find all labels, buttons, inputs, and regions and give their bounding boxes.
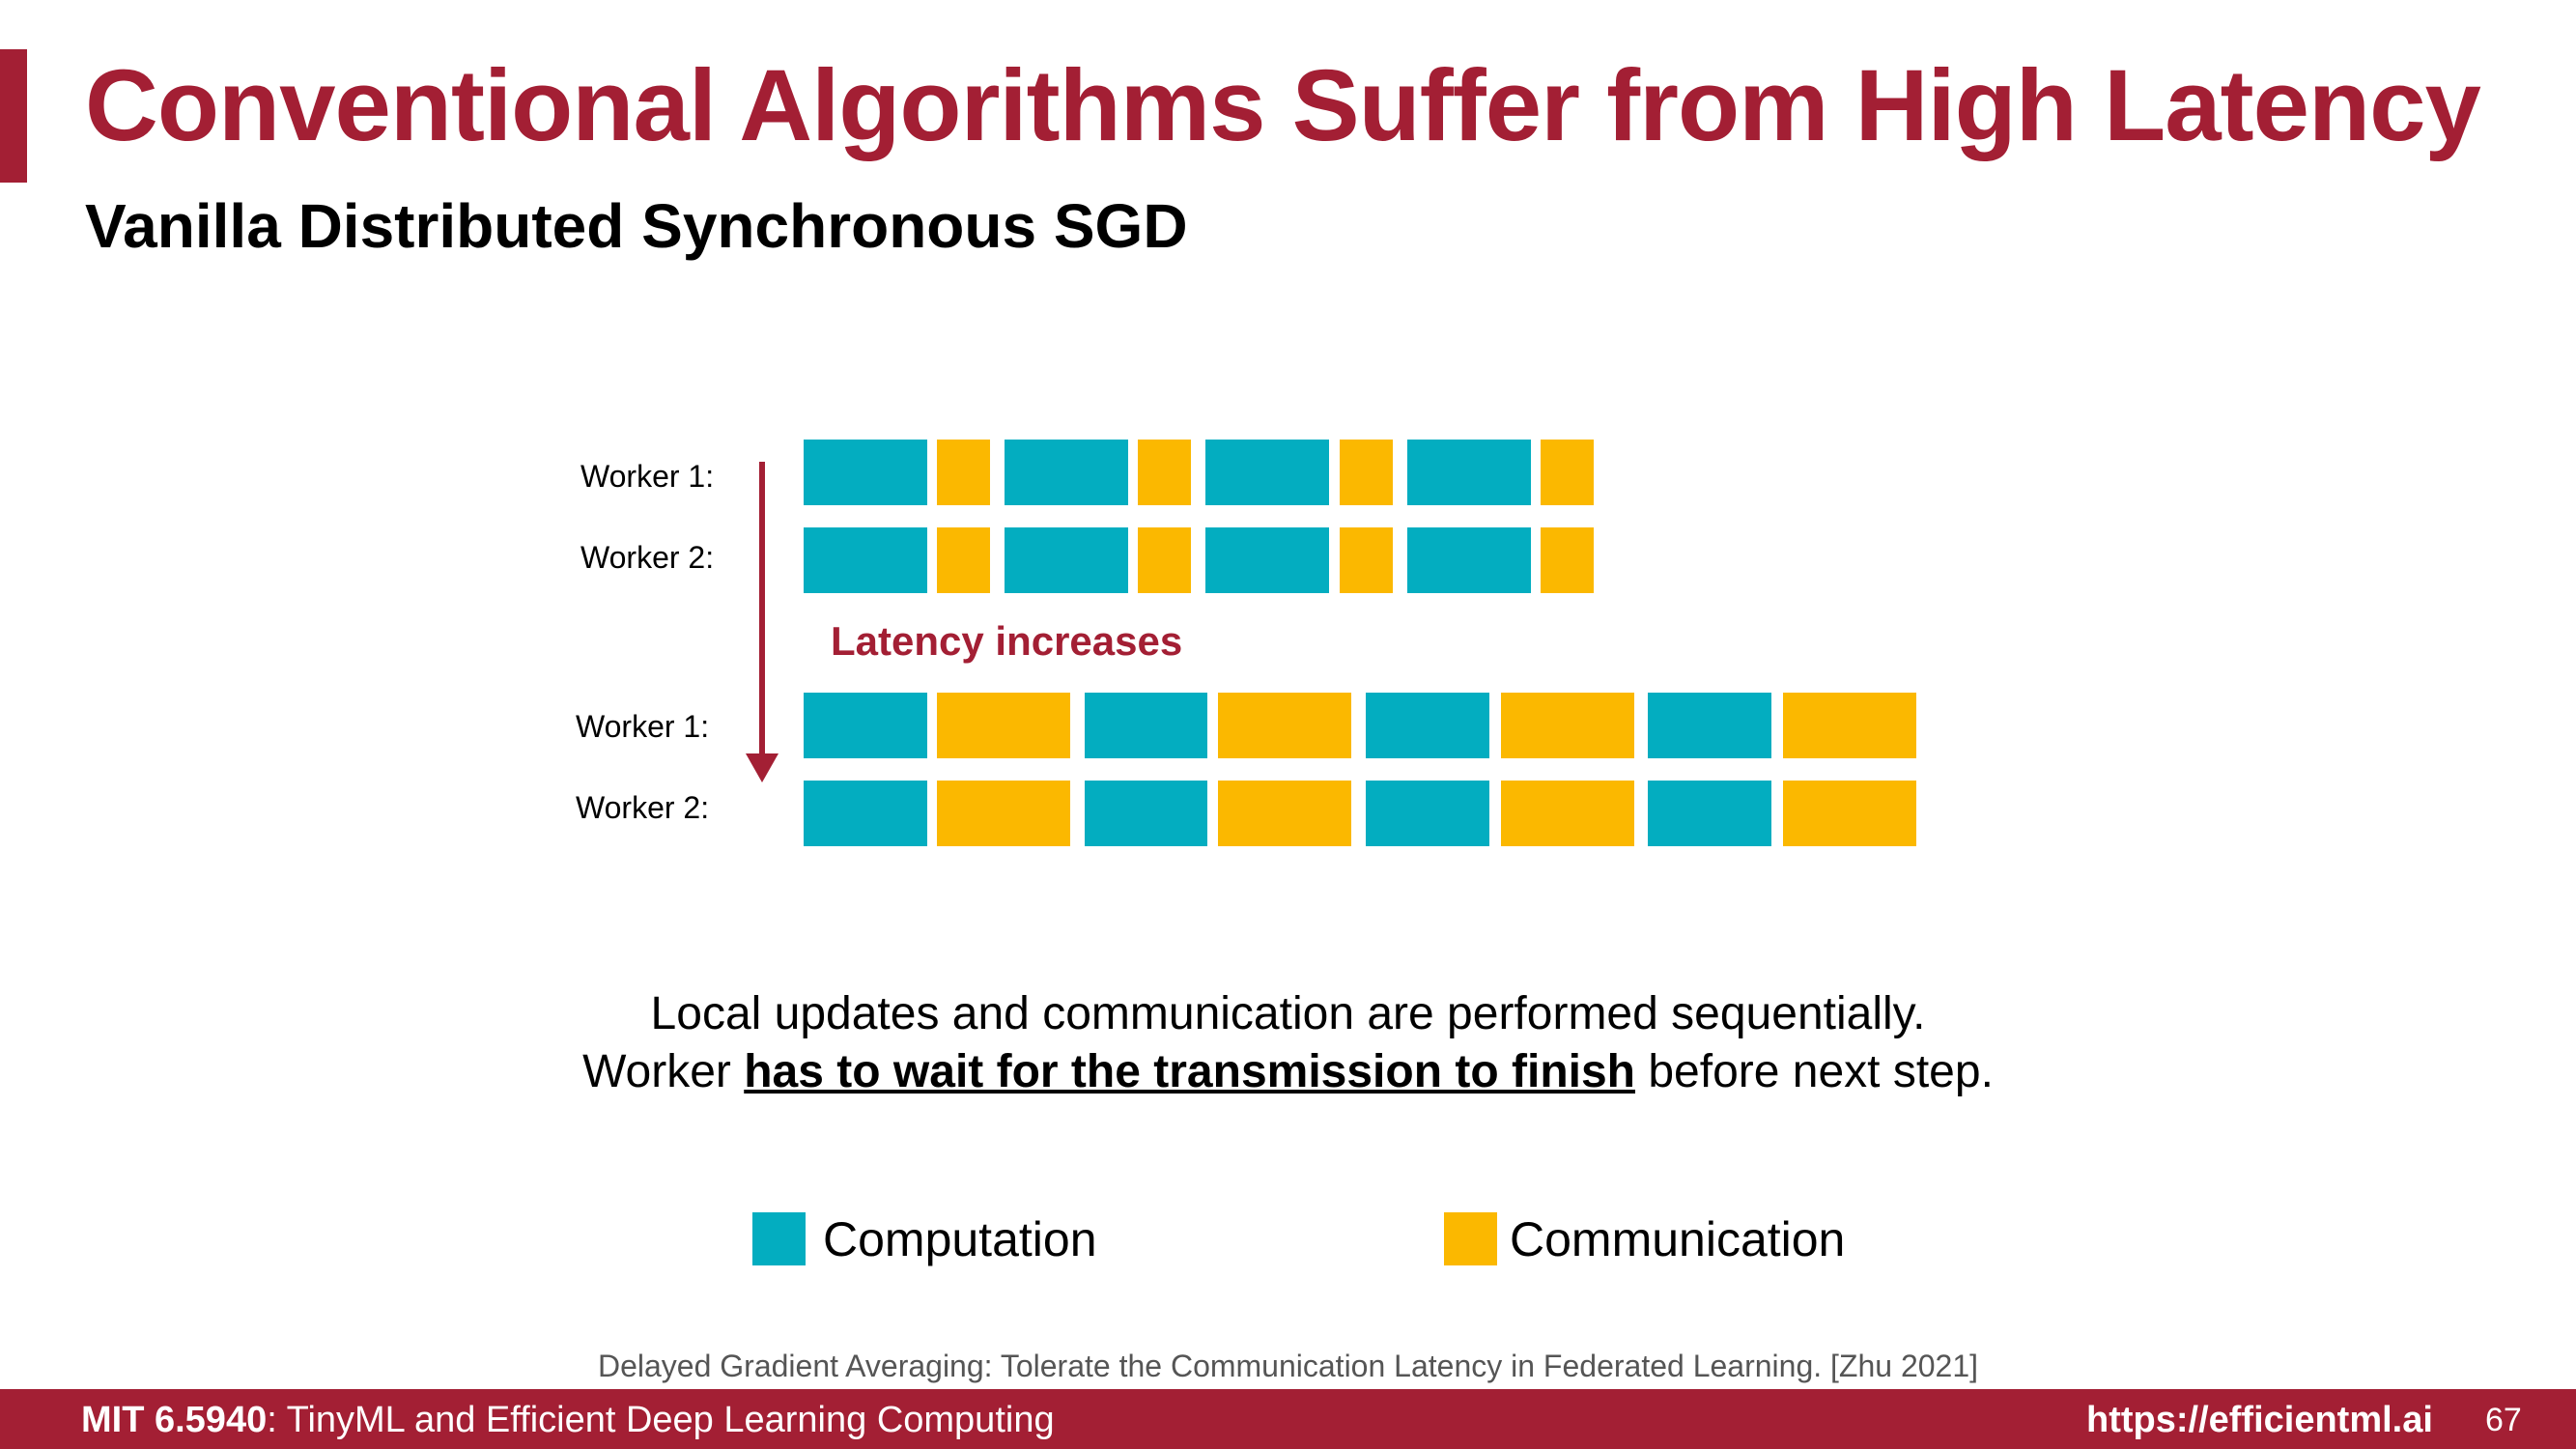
footer-course: MIT 6.5940: TinyML and Efficient Deep Le… bbox=[81, 1402, 1055, 1438]
footer-course-name: : TinyML and Efficient Deep Learning Com… bbox=[267, 1400, 1055, 1440]
footer-course-code: MIT 6.5940 bbox=[81, 1400, 268, 1440]
footer-url-link[interactable]: https://efficientml.ai bbox=[2086, 1400, 2433, 1440]
legend-computation-swatch bbox=[752, 1212, 806, 1265]
worker-label-bottom-1: Worker 1: bbox=[576, 709, 710, 744]
bottom-worker-1-communication-block-6 bbox=[1501, 693, 1634, 758]
top-worker-2-computation-block-5 bbox=[1205, 527, 1329, 593]
page-number: 67 bbox=[2485, 1402, 2522, 1438]
bottom-worker-2-communication-block-6 bbox=[1501, 781, 1634, 846]
top-worker-1-computation-block-3 bbox=[1005, 440, 1128, 505]
bottom-worker-1-computation-block-3 bbox=[1085, 693, 1207, 758]
bottom-worker-2-computation-block-3 bbox=[1085, 781, 1207, 846]
latency-increases-label: Latency increases bbox=[831, 618, 1183, 664]
title-accent-bar bbox=[0, 49, 27, 183]
top-worker-1-computation-block-7 bbox=[1407, 440, 1531, 505]
legend-communication-label: Communication bbox=[1510, 1212, 1846, 1266]
bottom-worker-1-communication-block-2 bbox=[937, 693, 1070, 758]
footer-bar: MIT 6.5940: TinyML and Efficient Deep Le… bbox=[0, 1389, 2576, 1449]
latency-arrow-head bbox=[746, 753, 778, 782]
bottom-worker-1-computation-block-7 bbox=[1648, 693, 1771, 758]
bottom-worker-2-computation-block-7 bbox=[1648, 781, 1771, 846]
top-worker-2-communication-block-8 bbox=[1541, 527, 1594, 593]
bottom-worker-2-computation-block-5 bbox=[1366, 781, 1489, 846]
top-worker-2-communication-block-6 bbox=[1340, 527, 1393, 593]
bottom-worker-2-computation-block-1 bbox=[804, 781, 927, 846]
caption-line-2-end: before next step. bbox=[1635, 1046, 1994, 1097]
citation: Delayed Gradient Averaging: Tolerate the… bbox=[597, 1349, 1979, 1383]
top-worker-1-communication-block-8 bbox=[1541, 440, 1594, 505]
slide-title: Conventional Algorithms Suffer from High… bbox=[85, 49, 2481, 162]
top-worker-2-communication-block-2 bbox=[937, 527, 990, 593]
bottom-worker-2-communication-block-2 bbox=[937, 781, 1070, 846]
top-worker-1-computation-block-1 bbox=[804, 440, 927, 505]
bottom-worker-1-communication-block-4 bbox=[1218, 693, 1351, 758]
top-worker-1-communication-block-2 bbox=[937, 440, 990, 505]
bottom-worker-1-communication-block-8 bbox=[1783, 693, 1916, 758]
caption-line-2: Worker has to wait for the transmission … bbox=[0, 1049, 2576, 1095]
slide-subtitle: Vanilla Distributed Synchronous SGD bbox=[85, 191, 1188, 261]
latency-arrow bbox=[759, 462, 765, 753]
caption-line-2-start: Worker bbox=[582, 1046, 745, 1097]
top-worker-2-computation-block-3 bbox=[1005, 527, 1128, 593]
caption-emphasis: has to wait for the transmission to fini… bbox=[744, 1046, 1635, 1097]
bottom-worker-1-computation-block-1 bbox=[804, 693, 927, 758]
bottom-worker-2-communication-block-8 bbox=[1783, 781, 1916, 846]
worker-label-top-2: Worker 2: bbox=[580, 540, 715, 575]
top-worker-2-computation-block-7 bbox=[1407, 527, 1531, 593]
caption-line-1: Local updates and communication are perf… bbox=[650, 988, 1926, 1039]
bottom-worker-2-communication-block-4 bbox=[1218, 781, 1351, 846]
worker-label-bottom-2: Worker 2: bbox=[576, 790, 710, 825]
top-worker-2-communication-block-4 bbox=[1138, 527, 1191, 593]
top-worker-1-communication-block-4 bbox=[1138, 440, 1191, 505]
top-worker-1-computation-block-5 bbox=[1205, 440, 1329, 505]
worker-label-top-1: Worker 1: bbox=[580, 459, 715, 494]
top-worker-2-computation-block-1 bbox=[804, 527, 927, 593]
bottom-worker-1-computation-block-5 bbox=[1366, 693, 1489, 758]
legend-computation-label: Computation bbox=[823, 1212, 1097, 1266]
top-worker-1-communication-block-6 bbox=[1340, 440, 1393, 505]
legend-communication-swatch bbox=[1444, 1212, 1497, 1265]
